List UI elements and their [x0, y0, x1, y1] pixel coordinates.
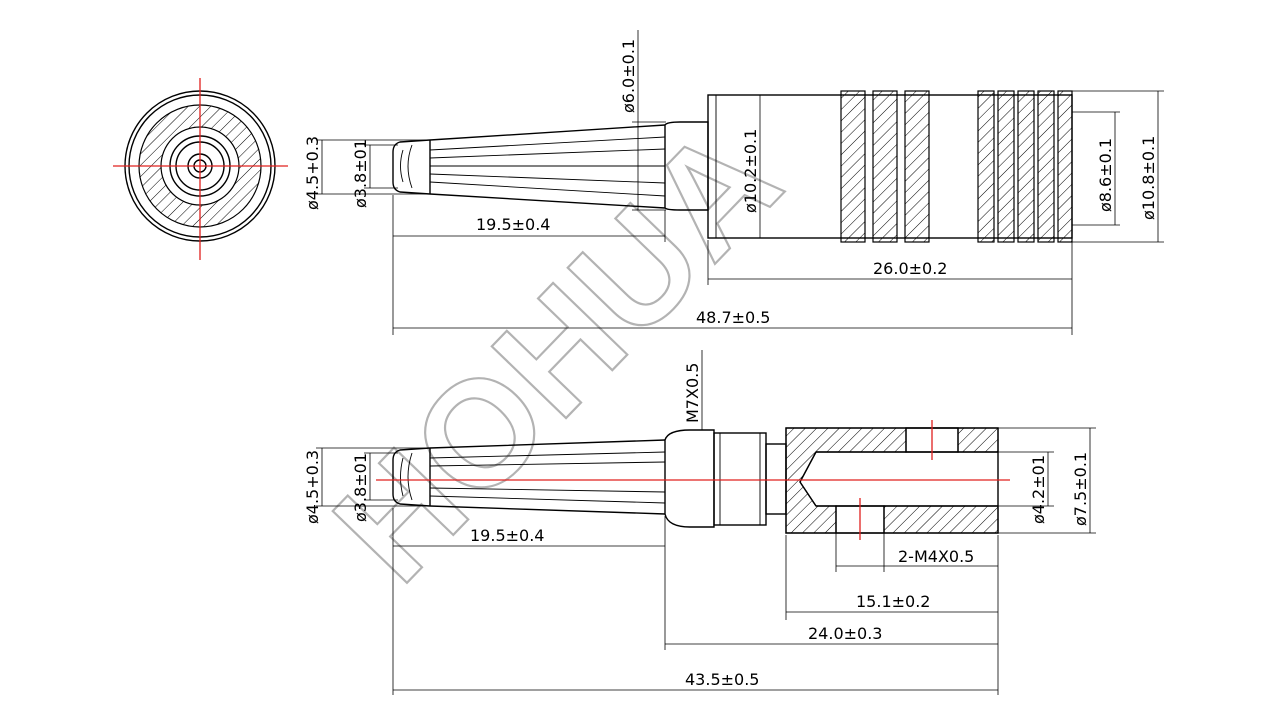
dim-thread: M7X0.5 — [683, 363, 702, 423]
dim-overall-length-2: 43.5±0.5 — [685, 670, 759, 689]
dim-bore-dia: ø8.6±0.1 — [1096, 138, 1115, 212]
top-side-view: ø4.5+0.3 ø3.8±01 ø6.0±0.1 ø10.2±0.1 ø8.6… — [303, 30, 1164, 335]
dim-pin-inner-dia-2: ø3.8±01 — [351, 453, 370, 522]
dim-body-length-2: 24.0±0.3 — [808, 624, 882, 643]
dim-pin-length: 19.5±0.4 — [476, 215, 550, 234]
knurl-bands — [840, 90, 1073, 243]
dim-sleeve-dia: ø7.5±0.1 — [1071, 452, 1090, 526]
dim-overall-length: 48.7±0.5 — [696, 308, 770, 327]
dim-body-dia: ø10.2±0.1 — [741, 129, 760, 213]
end-view — [113, 78, 288, 260]
dim-sleeve-length: 15.1±0.2 — [856, 592, 930, 611]
dim-hole-dia: ø4.2±01 — [1029, 455, 1048, 524]
dim-pin-inner-dia: ø3.8±01 — [351, 139, 370, 208]
dim-set-screws: 2-M4X0.5 — [898, 547, 974, 566]
dim-neck-dia: ø6.0±0.1 — [619, 39, 638, 113]
dim-body-length: 26.0±0.2 — [873, 259, 947, 278]
dim-pin-outer-dia-2: ø4.5+0.3 — [303, 450, 322, 524]
dim-pin-length-2: 19.5±0.4 — [470, 526, 544, 545]
bottom-section-view: ø4.5+0.3 ø3.8±01 M7X0.5 ø4.2±01 ø7.5±0.1… — [303, 350, 1096, 695]
watermark: HOHUA — [302, 93, 812, 613]
dim-pin-outer-dia: ø4.5+0.3 — [303, 136, 322, 210]
dim-knurl-dia: ø10.8±0.1 — [1139, 136, 1158, 220]
